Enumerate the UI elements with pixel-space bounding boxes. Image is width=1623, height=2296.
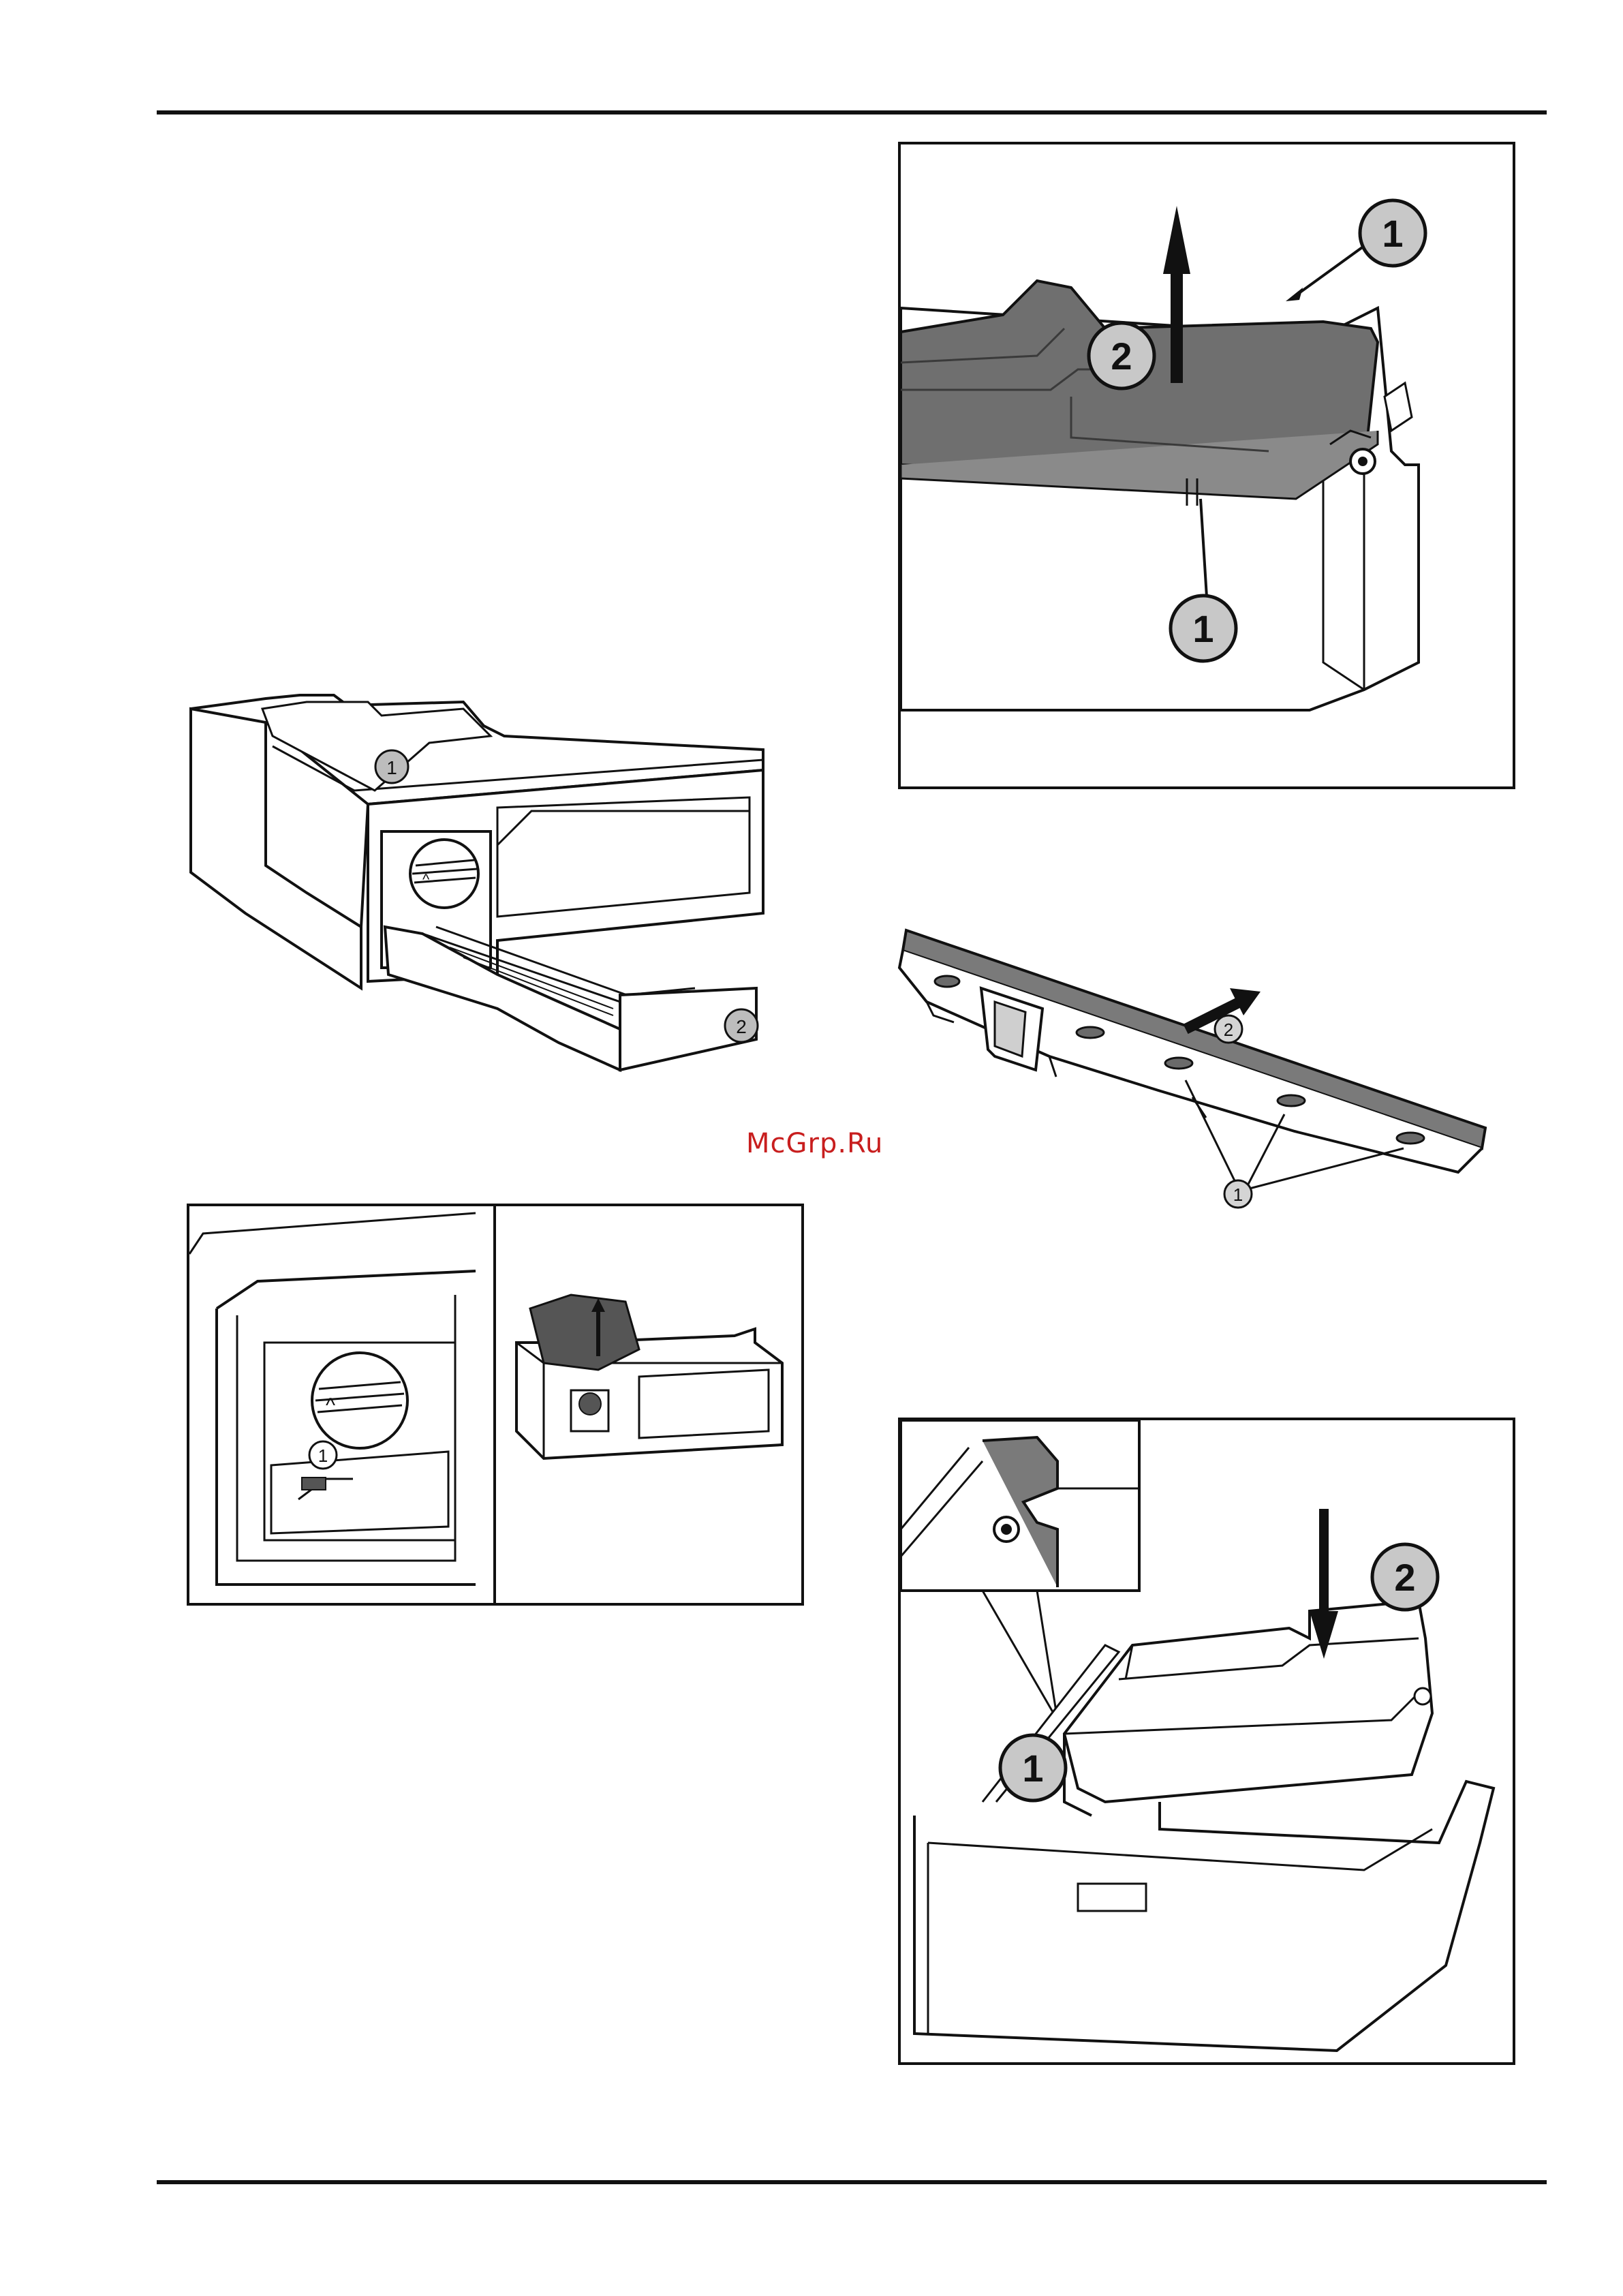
callout-2: 2 bbox=[1089, 323, 1154, 388]
watermark: McGrp.Ru bbox=[746, 1128, 883, 1159]
lid-slide-illustration: 2 1 bbox=[886, 913, 1499, 1213]
reinsert-illustration: 2 1 bbox=[901, 1420, 1513, 2062]
svg-text:1: 1 bbox=[1192, 607, 1214, 650]
svg-text:1: 1 bbox=[318, 1445, 328, 1466]
header-rule bbox=[157, 110, 1547, 114]
svg-text:2: 2 bbox=[1224, 1020, 1233, 1040]
svg-text:^: ^ bbox=[422, 871, 430, 888]
callout-1-top: 1 bbox=[1360, 200, 1425, 266]
callout-2: 2 bbox=[1372, 1544, 1438, 1610]
figure-dispenser-drawer: ^ 1 2 bbox=[177, 688, 784, 1090]
svg-text:1: 1 bbox=[1233, 1184, 1243, 1205]
callout-2: 2 bbox=[725, 1009, 758, 1042]
figure-lid-slide: 2 1 bbox=[886, 913, 1499, 1213]
figure-latch-detail: ^ 1 bbox=[187, 1204, 804, 1606]
svg-text:^: ^ bbox=[326, 1394, 335, 1417]
dispenser-drawer-illustration: ^ 1 2 bbox=[177, 688, 784, 1090]
callout-1: 1 bbox=[1000, 1735, 1066, 1801]
svg-text:2: 2 bbox=[736, 1016, 747, 1037]
lid-removal-illustration: 1 2 1 bbox=[901, 144, 1513, 786]
footer-rule bbox=[157, 2180, 1547, 2184]
svg-text:1: 1 bbox=[1022, 1747, 1043, 1790]
svg-text:1: 1 bbox=[1382, 212, 1403, 255]
figure-reinsert: 2 1 bbox=[898, 1418, 1515, 2065]
callout-1-bottom: 1 bbox=[1171, 596, 1236, 661]
figure-lid-removal: 1 2 1 bbox=[898, 142, 1515, 789]
callout-1: 1 bbox=[1224, 1180, 1252, 1208]
callout-1: 1 bbox=[375, 750, 408, 783]
latch-detail-illustration: ^ 1 bbox=[189, 1206, 801, 1603]
callout-2: 2 bbox=[1215, 1015, 1242, 1043]
callout-1: 1 bbox=[309, 1441, 337, 1469]
svg-text:2: 2 bbox=[1111, 335, 1132, 378]
svg-text:1: 1 bbox=[386, 757, 397, 778]
svg-text:2: 2 bbox=[1394, 1556, 1415, 1599]
